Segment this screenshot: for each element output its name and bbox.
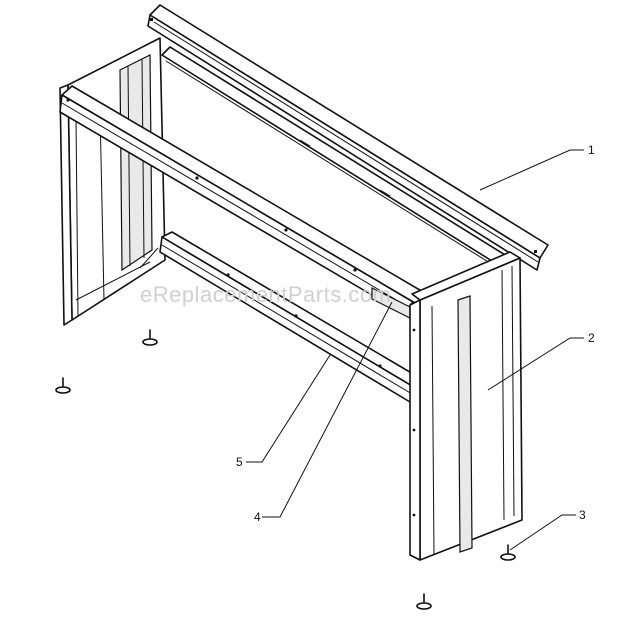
callout-5: 5 xyxy=(236,455,243,469)
top-rail-part xyxy=(147,4,549,271)
back-rail xyxy=(161,46,511,269)
callout-3: 3 xyxy=(579,508,586,522)
callout-leaders xyxy=(246,149,584,551)
callout-4: 4 xyxy=(254,510,261,524)
leveler-foot xyxy=(142,329,158,346)
watermark: eReplacementParts.com xyxy=(140,282,391,307)
lower-stretcher-part xyxy=(159,231,421,403)
leveler-foot xyxy=(416,593,432,610)
right-end-panel-part xyxy=(409,251,523,561)
leveler-foot-part xyxy=(55,329,516,610)
leveler-foot xyxy=(55,377,71,394)
leveler-foot xyxy=(500,544,516,561)
callout-2: 2 xyxy=(588,331,595,345)
callout-1: 1 xyxy=(588,143,595,157)
